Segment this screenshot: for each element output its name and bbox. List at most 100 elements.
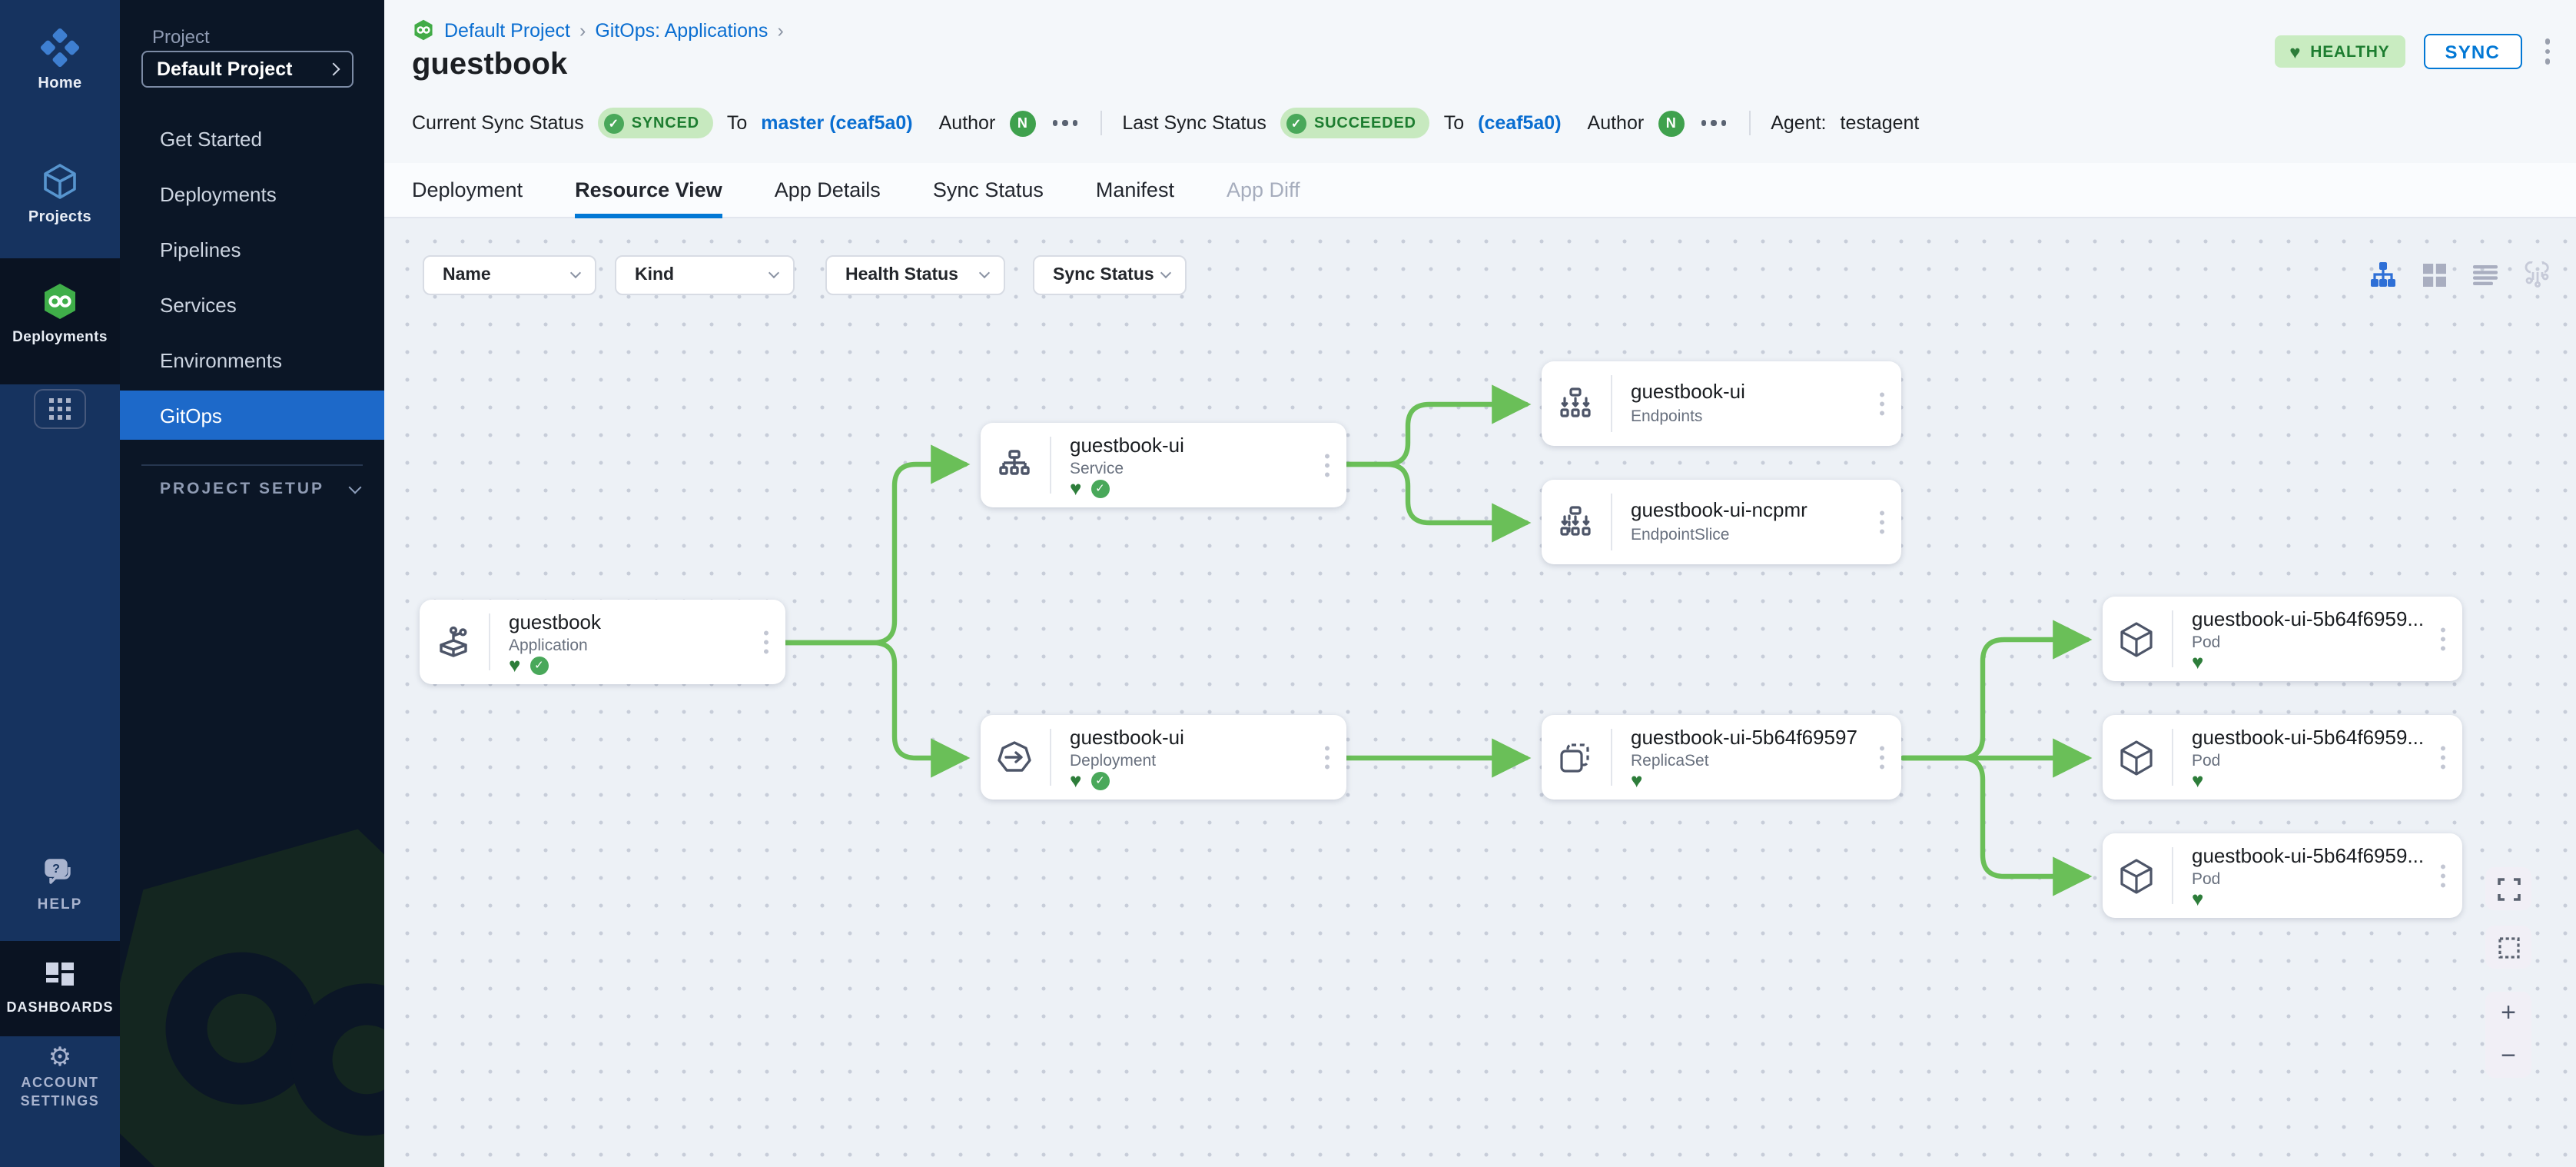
fullscreen-button[interactable] xyxy=(2485,867,2531,910)
sync-button[interactable]: SYNC xyxy=(2423,34,2521,69)
current-sync-status-label: Current Sync Status xyxy=(412,112,584,134)
tab-manifest[interactable]: Manifest xyxy=(1095,178,1174,201)
sidebar-item-projects[interactable]: Projects xyxy=(0,161,120,226)
synced-badge: ✓ SYNCED xyxy=(597,108,713,138)
project-selector[interactable]: Default Project xyxy=(141,51,354,88)
node-menu-button[interactable] xyxy=(1320,740,1334,773)
tree-view-button[interactable] xyxy=(2370,261,2396,288)
resource-node-endpointslice-guestbook-ui-ncpmr[interactable]: guestbook-ui-ncpmr EndpointSlice xyxy=(1542,480,1901,564)
breadcrumb-separator: › xyxy=(579,19,586,41)
network-view-button[interactable] xyxy=(2524,261,2551,288)
module-rail: Home Projects Deployments xyxy=(0,0,120,1167)
zoom-in-button[interactable]: + xyxy=(2501,998,2516,1027)
dashboards-label: DASHBOARDS xyxy=(6,999,114,1015)
resource-node-pod-1[interactable]: guestbook-ui-5b64f6959... Pod ♥ xyxy=(2103,597,2462,681)
node-status: ♥ ✓ xyxy=(509,655,549,675)
dashboards-icon xyxy=(45,961,75,999)
pod-icon xyxy=(2103,715,2170,800)
dashboards-background xyxy=(0,941,120,1036)
node-menu-button[interactable] xyxy=(1875,387,1889,420)
sidebar-item-account-settings[interactable]: ⚙ ACCOUNT SETTINGS xyxy=(0,1042,120,1110)
filter-kind-dropdown[interactable]: Kind xyxy=(615,255,795,295)
breadcrumb-default-project[interactable]: Default Project xyxy=(444,19,570,41)
project-setup-toggle[interactable]: PROJECT SETUP xyxy=(160,480,362,498)
last-revision-link[interactable]: (ceaf5a0) xyxy=(1478,112,1562,134)
node-menu-button[interactable] xyxy=(2436,859,2450,892)
projects-cube-icon xyxy=(40,161,80,209)
more-info-button[interactable] xyxy=(1049,118,1081,129)
filter-health-status-dropdown[interactable]: Health Status xyxy=(825,255,1005,295)
current-revision-link[interactable]: master (ceaf5a0) xyxy=(761,112,913,134)
tab-app-details[interactable]: App Details xyxy=(774,178,881,201)
nav-item-environments[interactable]: Environments xyxy=(160,348,282,371)
page-title: guestbook xyxy=(412,48,568,81)
node-menu-button[interactable] xyxy=(1875,505,1889,538)
resource-tree-canvas[interactable]: Name Kind Health Status Sync Status xyxy=(384,218,2576,1167)
endpoints-icon xyxy=(1542,361,1609,446)
app-menu-button[interactable] xyxy=(2540,35,2554,69)
tab-resource-view[interactable]: Resource View xyxy=(575,162,722,218)
resource-node-service-guestbook-ui[interactable]: guestbook-ui Service ♥ ✓ xyxy=(981,423,1346,507)
node-title: guestbook xyxy=(509,610,601,633)
sidebar-item-deployments[interactable]: Deployments xyxy=(0,281,120,346)
account-settings-label: ACCOUNT SETTINGS xyxy=(20,1075,100,1109)
healthy-heart-icon: ♥ xyxy=(2192,650,2204,673)
application-icon xyxy=(420,600,487,684)
node-menu-button[interactable] xyxy=(1875,740,1889,773)
node-kind: Service xyxy=(1070,460,1124,478)
resource-node-replicaset-guestbook-ui-5b64f69597[interactable]: guestbook-ui-5b64f69597 ReplicaSet ♥ xyxy=(1542,715,1901,800)
module-picker-button[interactable] xyxy=(34,389,86,429)
divider xyxy=(1749,111,1751,135)
marquee-select-button[interactable] xyxy=(2485,926,2531,969)
more-info-button[interactable] xyxy=(1698,118,1729,129)
node-menu-button[interactable] xyxy=(759,625,773,658)
resource-node-pod-3[interactable]: guestbook-ui-5b64f6959... Pod ♥ xyxy=(2103,833,2462,918)
nav-item-pipelines[interactable]: Pipelines xyxy=(160,238,241,261)
filter-sync-status-dropdown[interactable]: Sync Status xyxy=(1033,255,1187,295)
help-chat-icon: ? xyxy=(43,858,77,896)
node-menu-button[interactable] xyxy=(2436,740,2450,773)
healthy-heart-icon: ♥ xyxy=(2192,887,2204,910)
resource-node-deployment-guestbook-ui[interactable]: guestbook-ui Deployment ♥ ✓ xyxy=(981,715,1346,800)
sync-status-bar: Current Sync Status ✓ SYNCED To master (… xyxy=(412,105,1919,141)
nav-item-deployments[interactable]: Deployments xyxy=(160,182,277,205)
resource-node-application-guestbook[interactable]: guestbook Application ♥ ✓ xyxy=(420,600,785,684)
project-nav-panel: Project Default Project Get Started Depl… xyxy=(120,0,384,1167)
endpointslice-icon xyxy=(1542,480,1609,564)
author-avatar: N xyxy=(1658,110,1685,136)
deployments-label: Deployments xyxy=(12,329,108,346)
sidebar-item-dashboards[interactable]: DASHBOARDS xyxy=(0,961,120,1015)
gear-icon: ⚙ xyxy=(48,1042,72,1072)
node-title: guestbook-ui-5b64f69597 xyxy=(1631,726,1857,749)
node-status: ♥ ✓ xyxy=(1070,770,1110,790)
deployments-gitops-icon xyxy=(40,281,80,329)
filter-sync-status-label: Sync Status xyxy=(1053,266,1154,284)
resource-node-endpoints-guestbook-ui[interactable]: guestbook-ui Endpoints xyxy=(1542,361,1901,446)
filter-name-dropdown[interactable]: Name xyxy=(423,255,596,295)
sidebar-item-help[interactable]: ? HELP xyxy=(0,858,120,913)
node-status: ♥ xyxy=(2192,770,2203,790)
node-menu-button[interactable] xyxy=(1320,448,1334,481)
project-menu: Get Started Deployments Pipelines Servic… xyxy=(120,111,384,443)
to-label: To xyxy=(726,112,748,134)
node-menu-button[interactable] xyxy=(2436,622,2450,655)
tab-deployment[interactable]: Deployment xyxy=(412,178,523,201)
node-title: guestbook-ui-5b64f6959... xyxy=(2192,844,2425,867)
nav-item-get-started[interactable]: Get Started xyxy=(160,127,262,150)
nav-divider xyxy=(141,464,363,466)
nav-item-services[interactable]: Services xyxy=(160,293,237,316)
list-view-button[interactable] xyxy=(2473,264,2498,285)
synced-check-icon: ✓ xyxy=(1090,771,1110,790)
main-content: Default Project › GitOps: Applications ›… xyxy=(384,0,2576,1167)
sidebar-item-home[interactable]: Home xyxy=(0,28,120,92)
project-section-label: Project xyxy=(152,26,210,48)
breadcrumb-gitops-applications[interactable]: GitOps: Applications xyxy=(595,19,768,41)
resource-node-pod-2[interactable]: guestbook-ui-5b64f6959... Pod ♥ xyxy=(2103,715,2462,800)
nav-item-gitops[interactable]: GitOps xyxy=(120,391,384,440)
grid-view-button[interactable] xyxy=(2422,262,2447,287)
breadcrumb: Default Project › GitOps: Applications › xyxy=(412,18,784,42)
synced-check-icon: ✓ xyxy=(529,656,549,674)
tab-sync-status[interactable]: Sync Status xyxy=(932,178,1044,201)
zoom-out-button[interactable]: − xyxy=(2501,1041,2516,1070)
